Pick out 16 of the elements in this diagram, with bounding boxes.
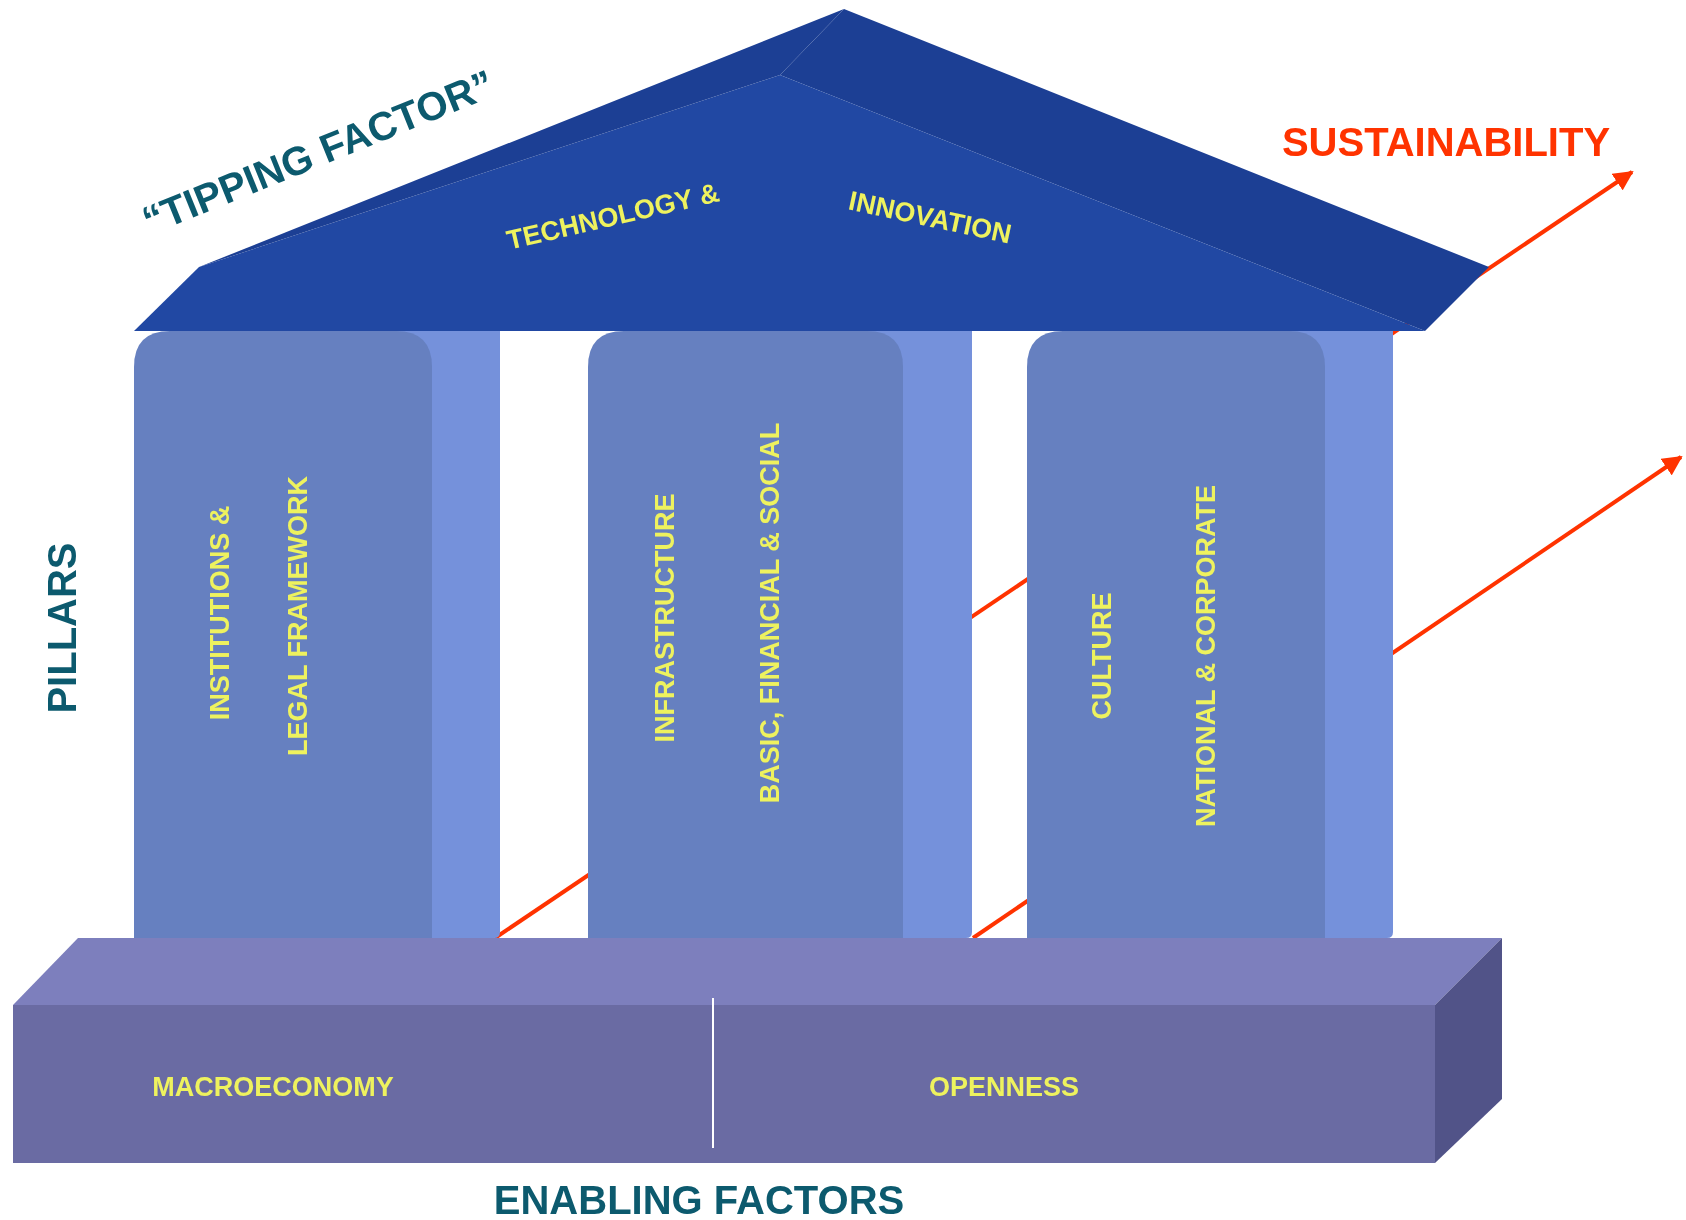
node-text: MACROECONOMY bbox=[152, 1073, 394, 1101]
pillar-shape bbox=[1027, 331, 1393, 938]
pillar-shape bbox=[134, 331, 500, 938]
base-section bbox=[713, 1005, 1435, 1163]
node-text: INSTITUTIONS & bbox=[206, 505, 234, 721]
node-text: INFRASTRUCTURE bbox=[651, 493, 679, 743]
node-text: BASIC, FINANCIAL & SOCIAL bbox=[756, 422, 784, 804]
base-section bbox=[13, 1005, 713, 1163]
node-text: CULTURE bbox=[1088, 592, 1116, 720]
node-text: OPENNESS bbox=[929, 1073, 1079, 1101]
heading-label: ENABLING FACTORS bbox=[493, 1180, 905, 1220]
heading-label: PILLARS bbox=[42, 542, 82, 714]
heading-label: SUSTAINABILITY bbox=[1281, 122, 1611, 162]
node-text: NATIONAL & CORPORATE bbox=[1192, 485, 1220, 827]
pillar-shape bbox=[588, 331, 972, 938]
node-text: LEGAL FRAMEWORK bbox=[284, 476, 312, 756]
